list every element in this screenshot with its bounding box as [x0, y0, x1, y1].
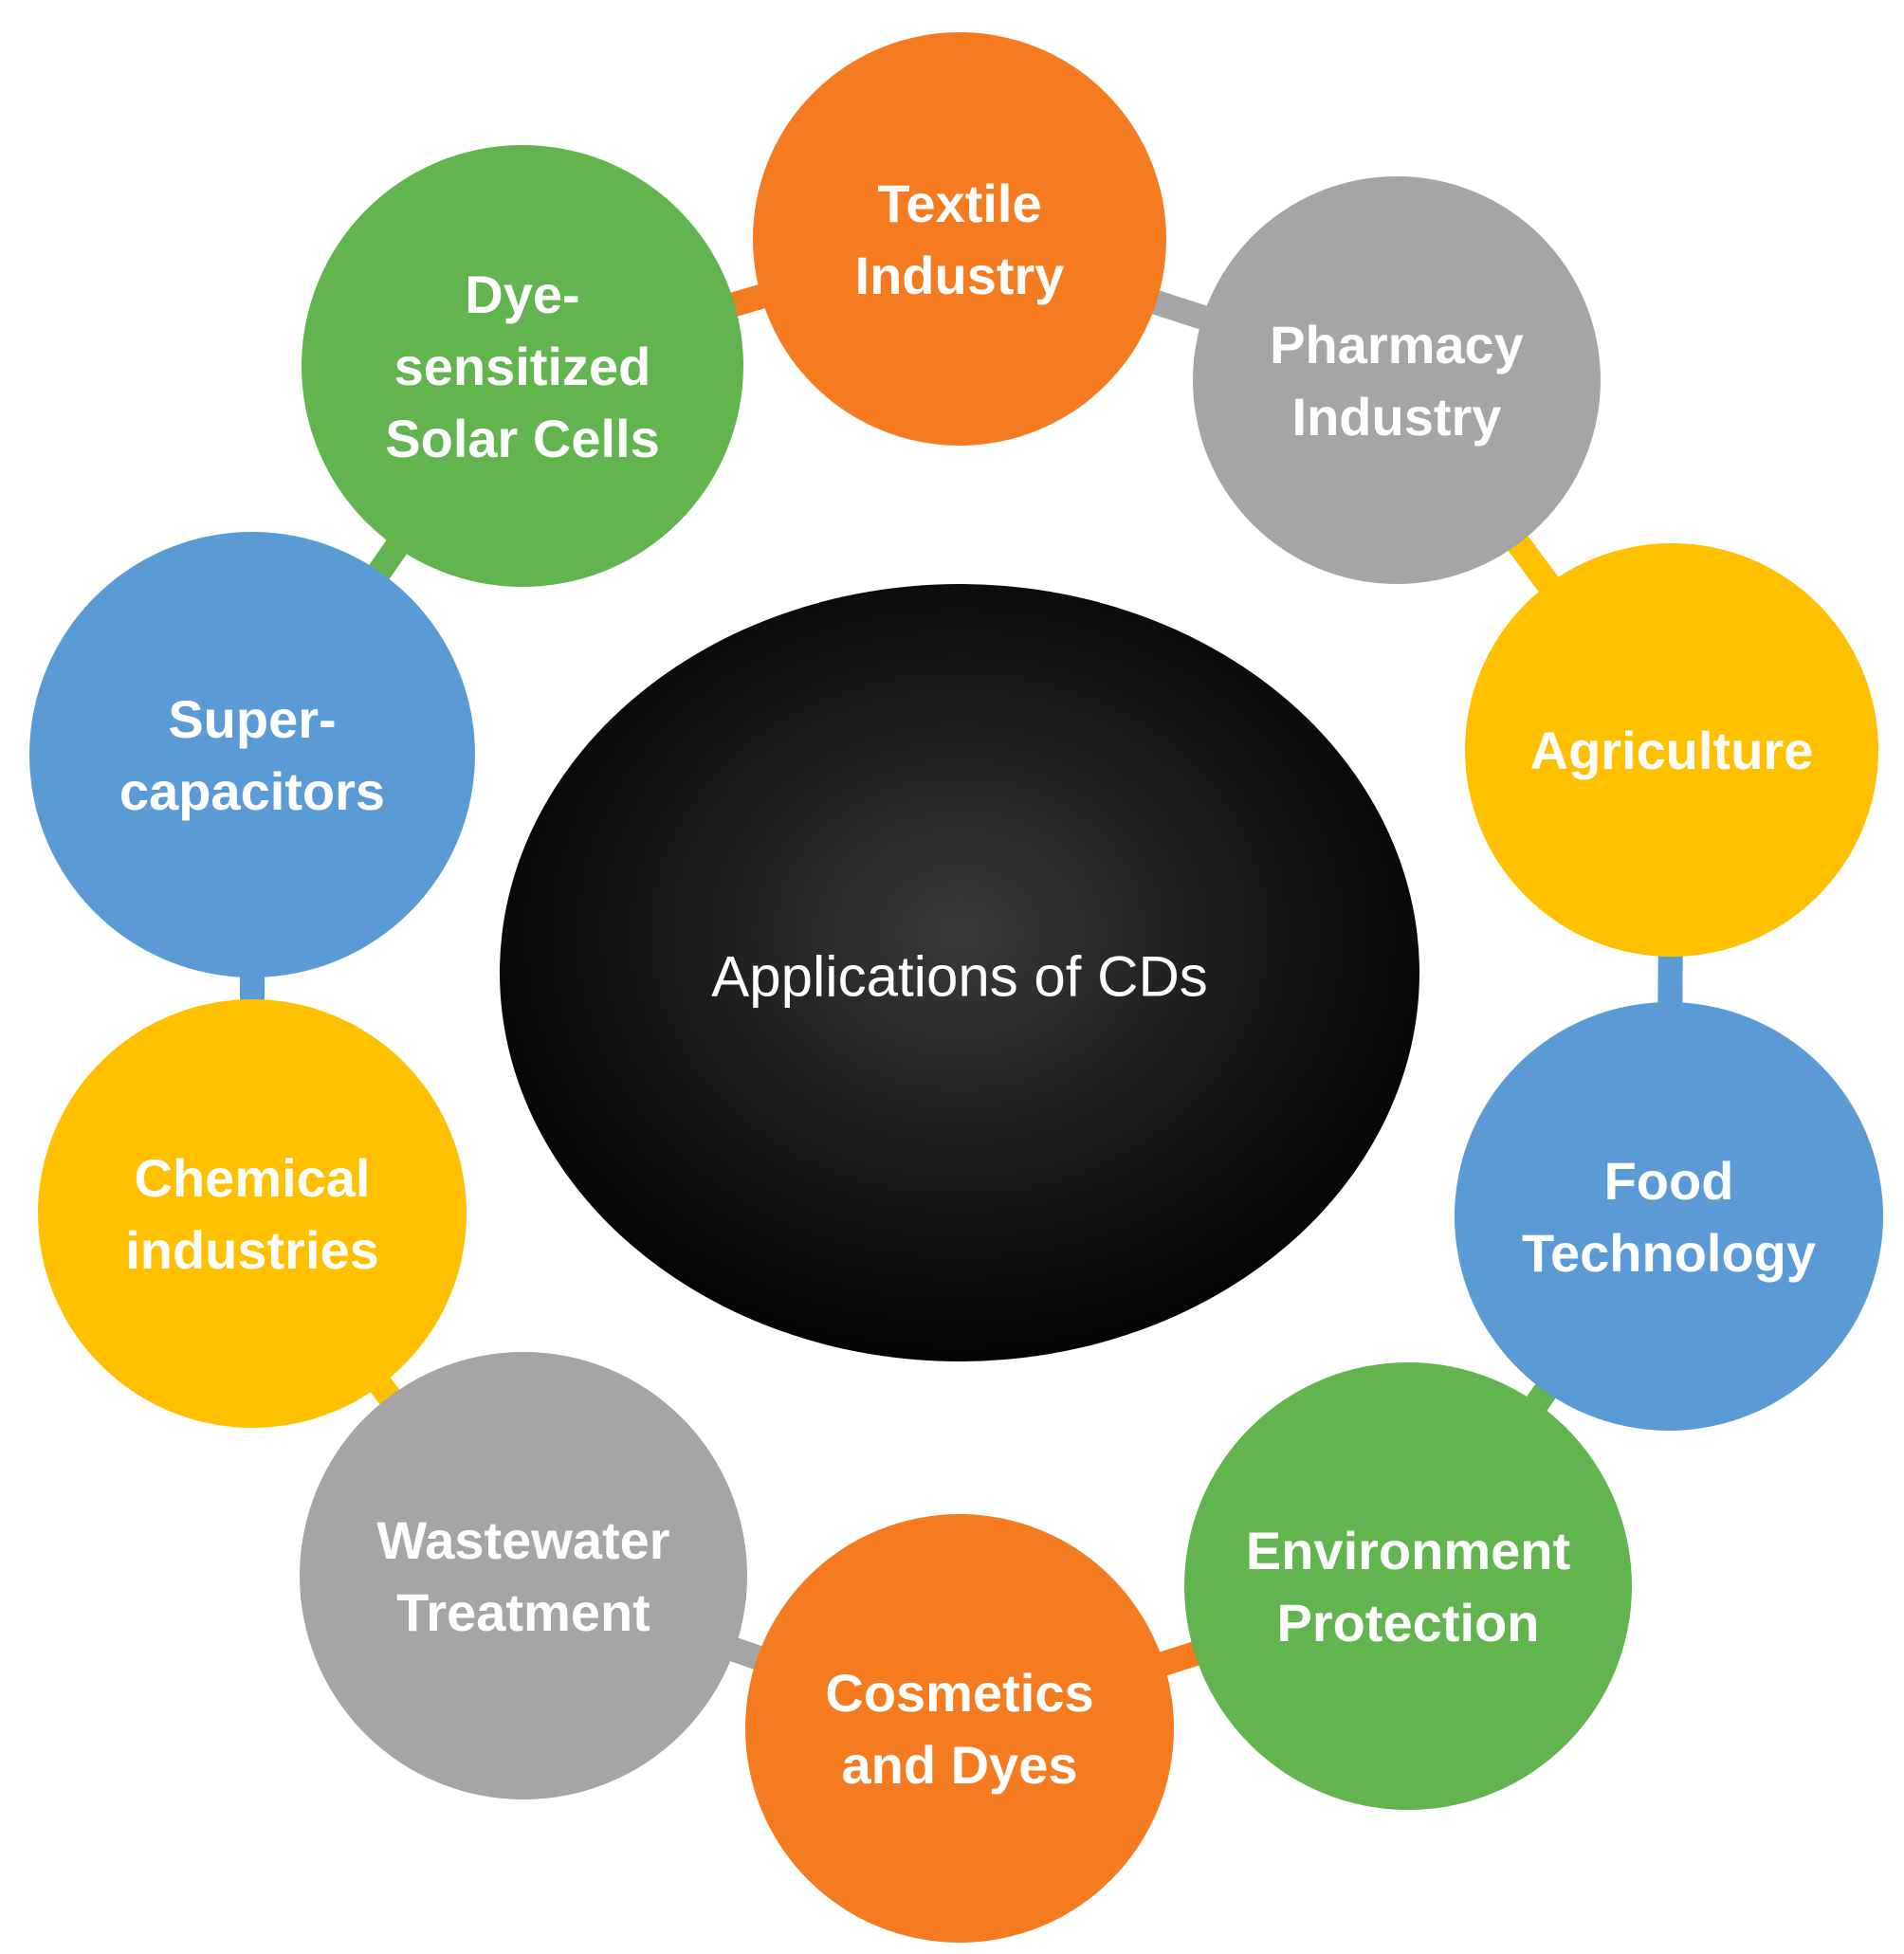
node-circle-pharmacy	[1193, 176, 1601, 584]
node-circle-supercap	[29, 532, 475, 977]
node-label-line: Industry	[855, 246, 1065, 305]
node-label-line: Dye-	[465, 265, 579, 324]
node-circle-cosmetics	[745, 1514, 1174, 1943]
node-label-line: sensitized	[394, 337, 651, 396]
node-label-line: Environment	[1246, 1521, 1570, 1580]
node-label-line: Chemical	[135, 1148, 371, 1208]
node-agriculture: Agriculture	[1465, 543, 1878, 957]
node-label-line: Super-	[168, 689, 336, 749]
node-circle-wastewater	[300, 1352, 747, 1799]
node-circle-chemical	[38, 999, 467, 1428]
center-ellipse	[500, 584, 1419, 1361]
node-circle-dssc	[302, 145, 743, 587]
node-label-line: Cosmetics	[825, 1663, 1093, 1723]
node-label-line: Industry	[1292, 387, 1502, 447]
connector	[1139, 286, 1220, 334]
node-label-line: and Dyes	[842, 1735, 1078, 1795]
node-circle-textile	[753, 32, 1166, 446]
node-label-line: industries	[125, 1220, 379, 1280]
node-label-line: Wastewater	[376, 1510, 669, 1570]
node-circle-agriculture	[1465, 543, 1878, 957]
node-label-line: Technology	[1522, 1223, 1816, 1283]
node-label-cosmetics: Cosmetics and Dyes	[825, 1663, 1093, 1795]
node-label-line: Textile	[877, 173, 1041, 233]
connector	[1657, 941, 1683, 1017]
node-label-line: capacitors	[119, 761, 385, 821]
node-label-line: Agriculture	[1530, 721, 1814, 780]
center-label: Applications of CDs	[711, 945, 1208, 1009]
node-label-supercap: Super-capacitors	[119, 689, 385, 821]
node-supercap: Super-capacitors	[29, 532, 475, 977]
node-circle-environment	[1184, 1362, 1632, 1810]
node-label-chemical: Chemical industries	[125, 1148, 379, 1280]
node-chemical: Chemical industries	[38, 999, 467, 1428]
center-node: Applications of CDs	[500, 584, 1419, 1361]
node-label-line: Treatment	[396, 1582, 650, 1642]
node-label-line: Solar Cells	[385, 409, 659, 468]
node-label-line: Protection	[1277, 1593, 1540, 1653]
node-circle-food	[1455, 1002, 1883, 1431]
node-cosmetics: Cosmetics and Dyes	[745, 1514, 1174, 1943]
node-label-agriculture: Agriculture	[1530, 721, 1814, 780]
node-label-line: Food	[1604, 1151, 1734, 1211]
node-label-line: Pharmacy	[1270, 315, 1524, 374]
